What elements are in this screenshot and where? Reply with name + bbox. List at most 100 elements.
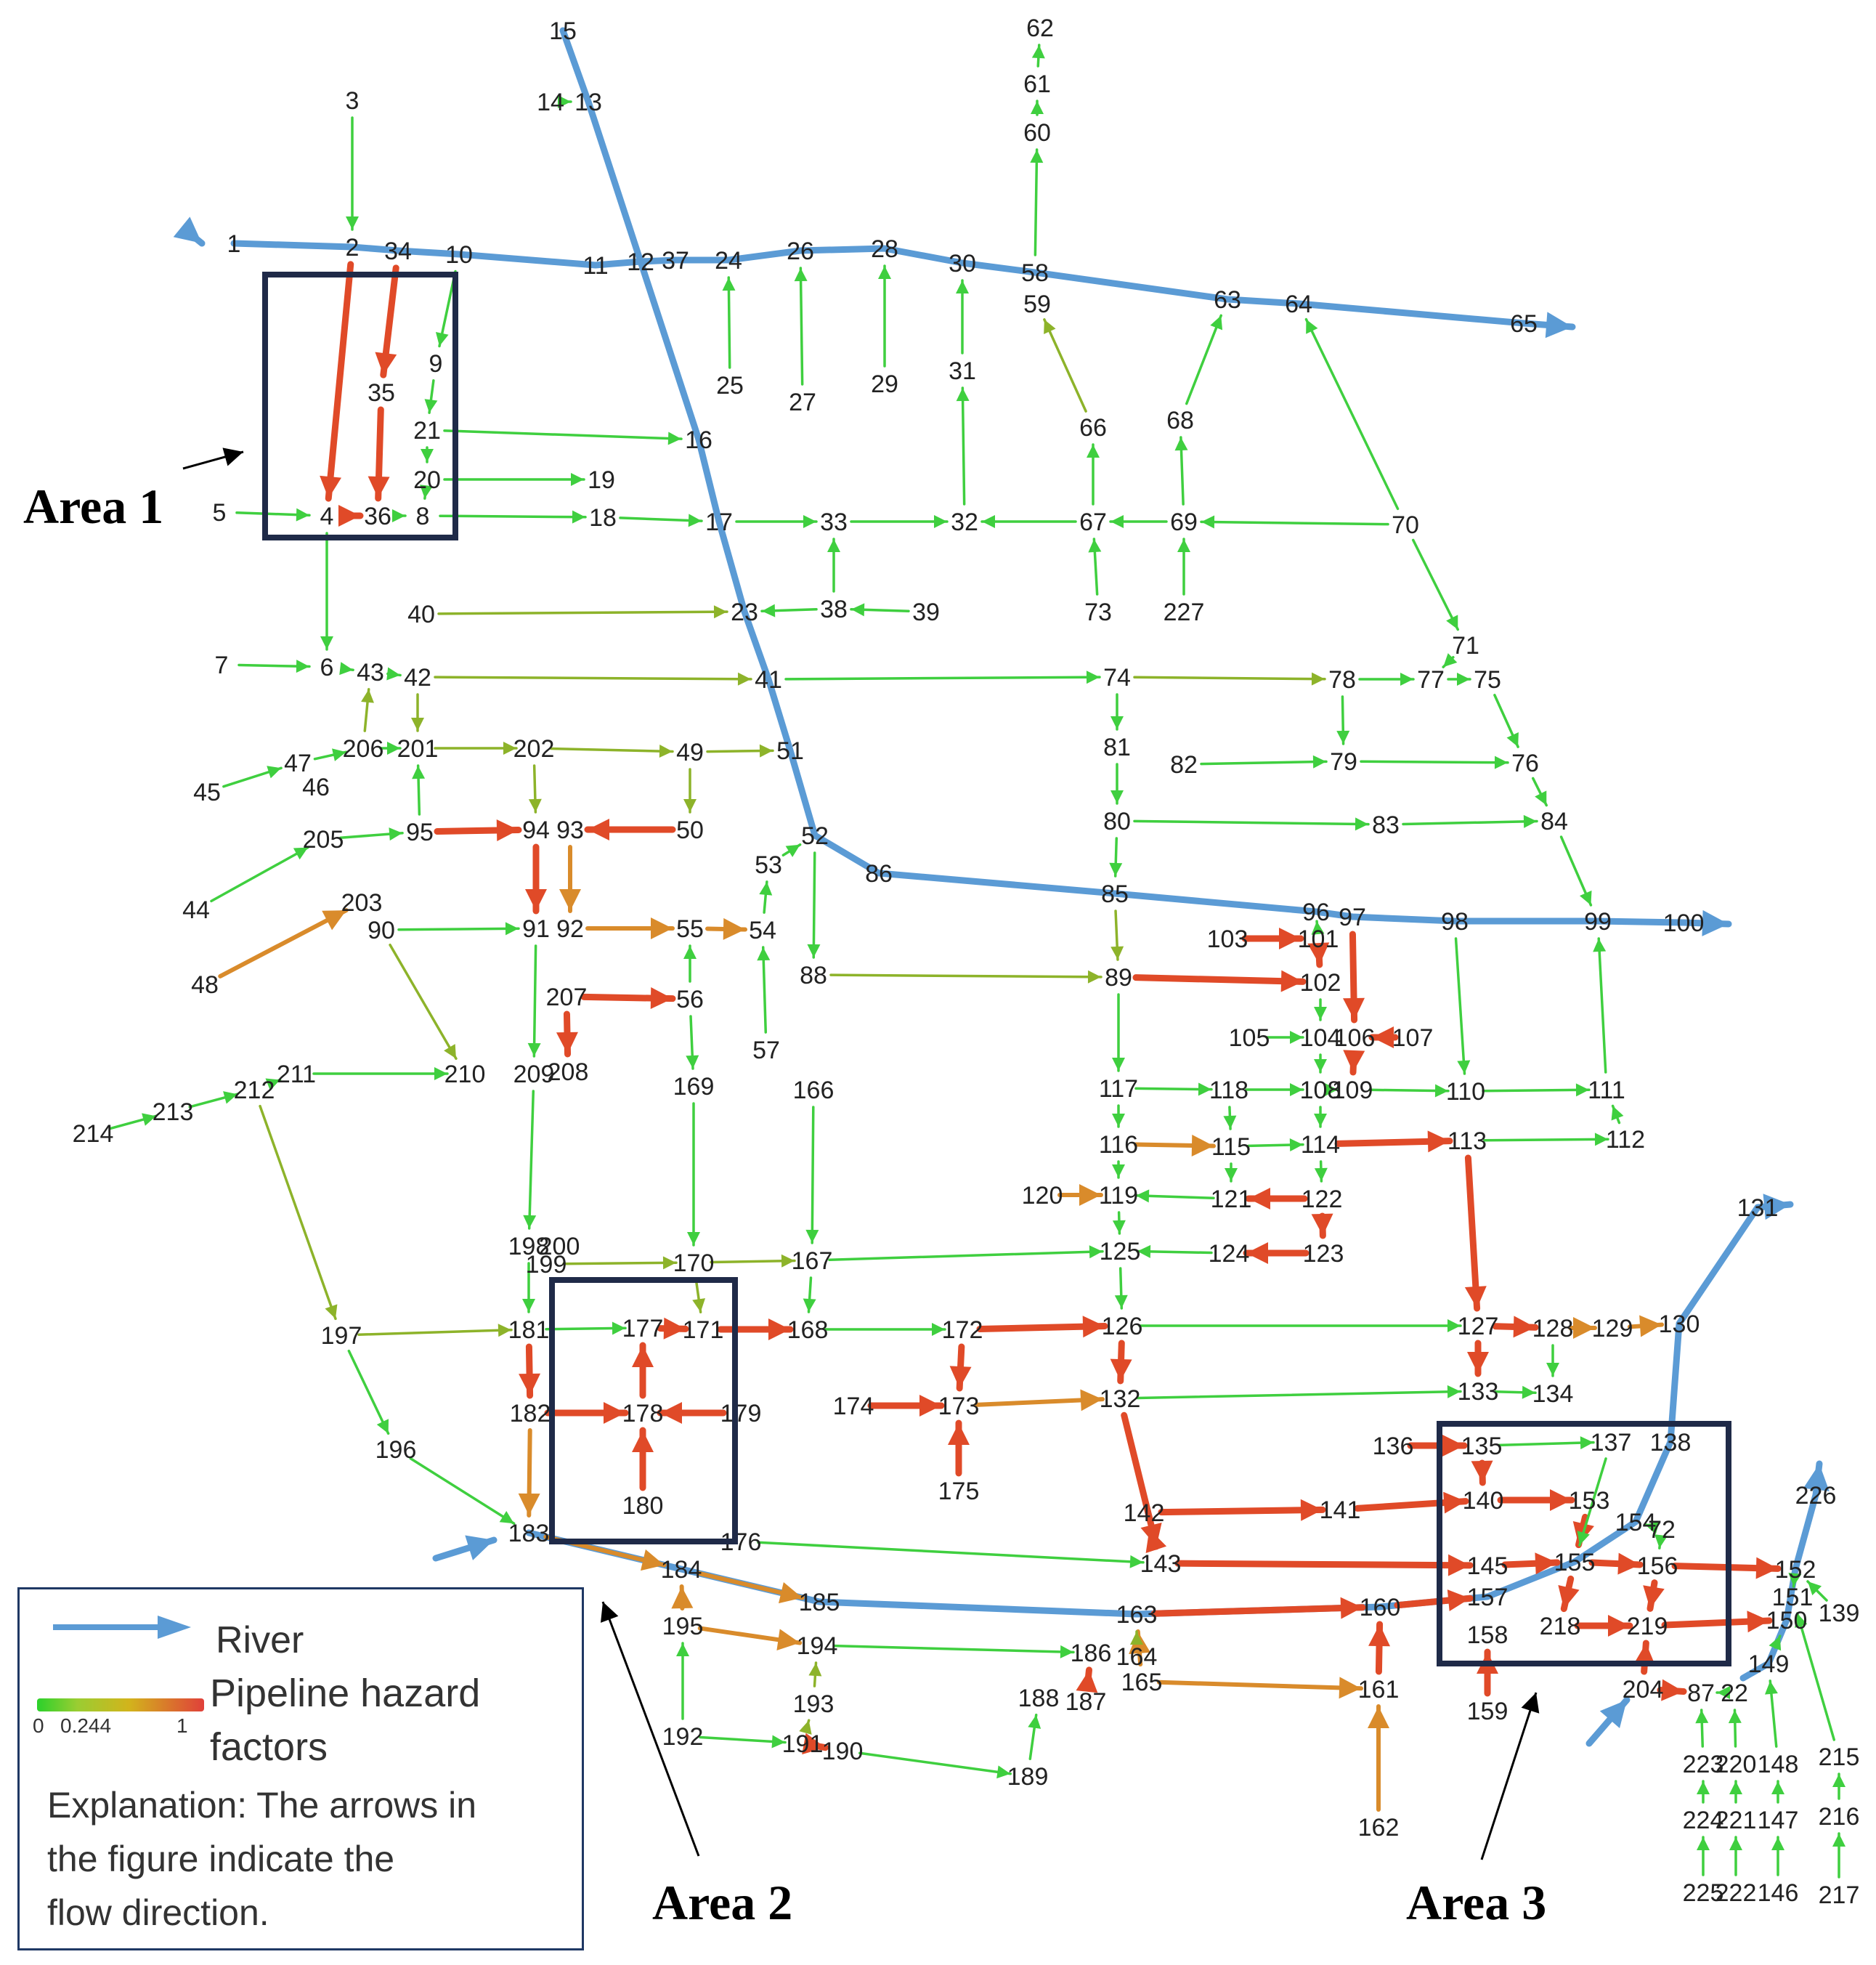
flow-arrowhead — [686, 1055, 699, 1069]
flow-arrowhead — [802, 1733, 826, 1755]
flow-arrowhead — [1290, 1083, 1303, 1096]
pipeline-42-41 — [434, 676, 752, 681]
node-label-157: 157 — [1467, 1584, 1508, 1611]
node-label-215: 215 — [1819, 1743, 1860, 1771]
node-label-129: 129 — [1592, 1315, 1633, 1342]
node-label-119: 119 — [1099, 1182, 1138, 1210]
flow-arrowhead — [1355, 817, 1369, 831]
flow-arrowhead — [803, 1298, 816, 1313]
river-arrowhead — [1702, 909, 1729, 936]
node-label-167: 167 — [792, 1247, 833, 1275]
node-label-9: 9 — [429, 350, 443, 378]
flow-arrowhead — [387, 742, 400, 755]
flow-arrowhead — [332, 748, 346, 761]
flow-arrowhead — [1306, 319, 1318, 334]
flow-arrowhead — [1443, 1491, 1466, 1514]
flow-arrowhead — [528, 798, 542, 813]
node-label-169: 169 — [673, 1073, 715, 1101]
flow-arrowhead — [1340, 1597, 1363, 1619]
flow-arrowhead — [723, 917, 746, 940]
flow-arrowhead — [1611, 1106, 1624, 1121]
node-label-173: 173 — [938, 1393, 980, 1420]
node-label-41: 41 — [755, 666, 782, 694]
river-segment — [559, 27, 1732, 928]
pipeline-215-151 — [1795, 1612, 1836, 1741]
flow-arrowhead — [525, 889, 547, 911]
flow-arrowhead — [339, 662, 354, 676]
node-label-125: 125 — [1100, 1238, 1141, 1265]
node-label-107: 107 — [1392, 1024, 1434, 1052]
node-label-204: 204 — [1623, 1676, 1664, 1703]
pipeline-57-54 — [761, 946, 768, 1034]
pipeline-113-127 — [1464, 1154, 1481, 1312]
node-label-30: 30 — [949, 250, 976, 277]
pipeline-32-31 — [961, 386, 966, 506]
flow-arrowhead — [503, 742, 516, 755]
node-label-222: 222 — [1715, 1879, 1757, 1907]
flow-arrowhead — [1289, 1138, 1304, 1152]
node-label-199: 199 — [526, 1251, 567, 1279]
flow-arrowhead — [612, 1321, 626, 1335]
node-label-75: 75 — [1474, 666, 1501, 694]
node-label-212: 212 — [234, 1077, 275, 1104]
pipeline-197-196 — [347, 1349, 390, 1435]
river-arrowhead — [1545, 312, 1572, 339]
node-label-214: 214 — [73, 1120, 114, 1148]
flow-arrowhead — [604, 1402, 625, 1424]
flow-arrowhead — [1608, 1615, 1630, 1637]
flow-arrowhead — [757, 947, 771, 961]
node-label-120: 120 — [1022, 1182, 1063, 1210]
pipeline-165-161 — [1156, 1680, 1364, 1691]
node-label-64: 64 — [1285, 291, 1312, 318]
hazard-legend-label-1: Pipeline hazard — [210, 1672, 481, 1715]
pipeline-111-99 — [1597, 937, 1607, 1074]
river-segment — [1739, 1460, 1823, 1682]
flow-arrowhead — [683, 946, 697, 959]
flow-arrowhead — [1695, 1709, 1709, 1724]
node-label-52: 52 — [801, 822, 829, 850]
pipeline-142-141 — [1158, 1506, 1326, 1516]
pipeline-98-110 — [1454, 937, 1466, 1075]
node-label-121: 121 — [1211, 1186, 1252, 1213]
node-label-47: 47 — [284, 750, 312, 777]
node-label-207: 207 — [546, 984, 588, 1011]
scale-mid-label: 0.244 — [60, 1714, 112, 1737]
flow-arrowhead — [1177, 539, 1190, 552]
explanation-line-3: flow direction. — [47, 1892, 269, 1933]
area-pointer-arrowhead — [1521, 1693, 1540, 1714]
node-label-60: 60 — [1023, 119, 1051, 147]
pipeline-83-84 — [1402, 819, 1538, 826]
flow-arrowhead — [667, 432, 682, 445]
flow-arrowhead — [1225, 1168, 1238, 1181]
node-label-23: 23 — [731, 599, 758, 626]
node-label-29: 29 — [871, 370, 898, 398]
flow-arrowhead — [1311, 1213, 1333, 1236]
flow-arrowhead — [1030, 149, 1044, 163]
flow-arrowhead — [1031, 101, 1044, 114]
node-label-81: 81 — [1103, 734, 1131, 761]
flow-arrowhead — [1223, 1115, 1237, 1130]
flow-arrowhead — [421, 449, 434, 462]
node-label-115: 115 — [1211, 1133, 1251, 1161]
flow-arrowhead — [1593, 938, 1607, 952]
flow-arrowhead — [1339, 1677, 1362, 1699]
node-label-189: 189 — [1007, 1763, 1049, 1791]
flow-arrowhead — [1112, 1220, 1126, 1234]
flow-arrowhead — [1110, 946, 1124, 960]
node-label-28: 28 — [871, 235, 898, 263]
flow-arrowhead — [1201, 515, 1215, 529]
node-label-79: 79 — [1330, 748, 1357, 776]
flow-arrowhead — [434, 1067, 447, 1080]
node-label-1: 1 — [227, 230, 241, 258]
flow-arrowhead — [1661, 1679, 1684, 1701]
flow-arrowhead — [368, 476, 390, 499]
flow-arrowhead — [1343, 1050, 1365, 1073]
flow-arrowhead — [1471, 1460, 1493, 1483]
node-label-110: 110 — [1446, 1078, 1485, 1106]
flow-arrowhead — [1506, 732, 1519, 747]
pipeline-135-137 — [1498, 1441, 1595, 1447]
pipeline-68-63 — [1185, 314, 1222, 405]
pipeline-8-18 — [439, 514, 587, 519]
flow-arrowhead — [392, 509, 405, 522]
node-label-166: 166 — [793, 1077, 835, 1104]
